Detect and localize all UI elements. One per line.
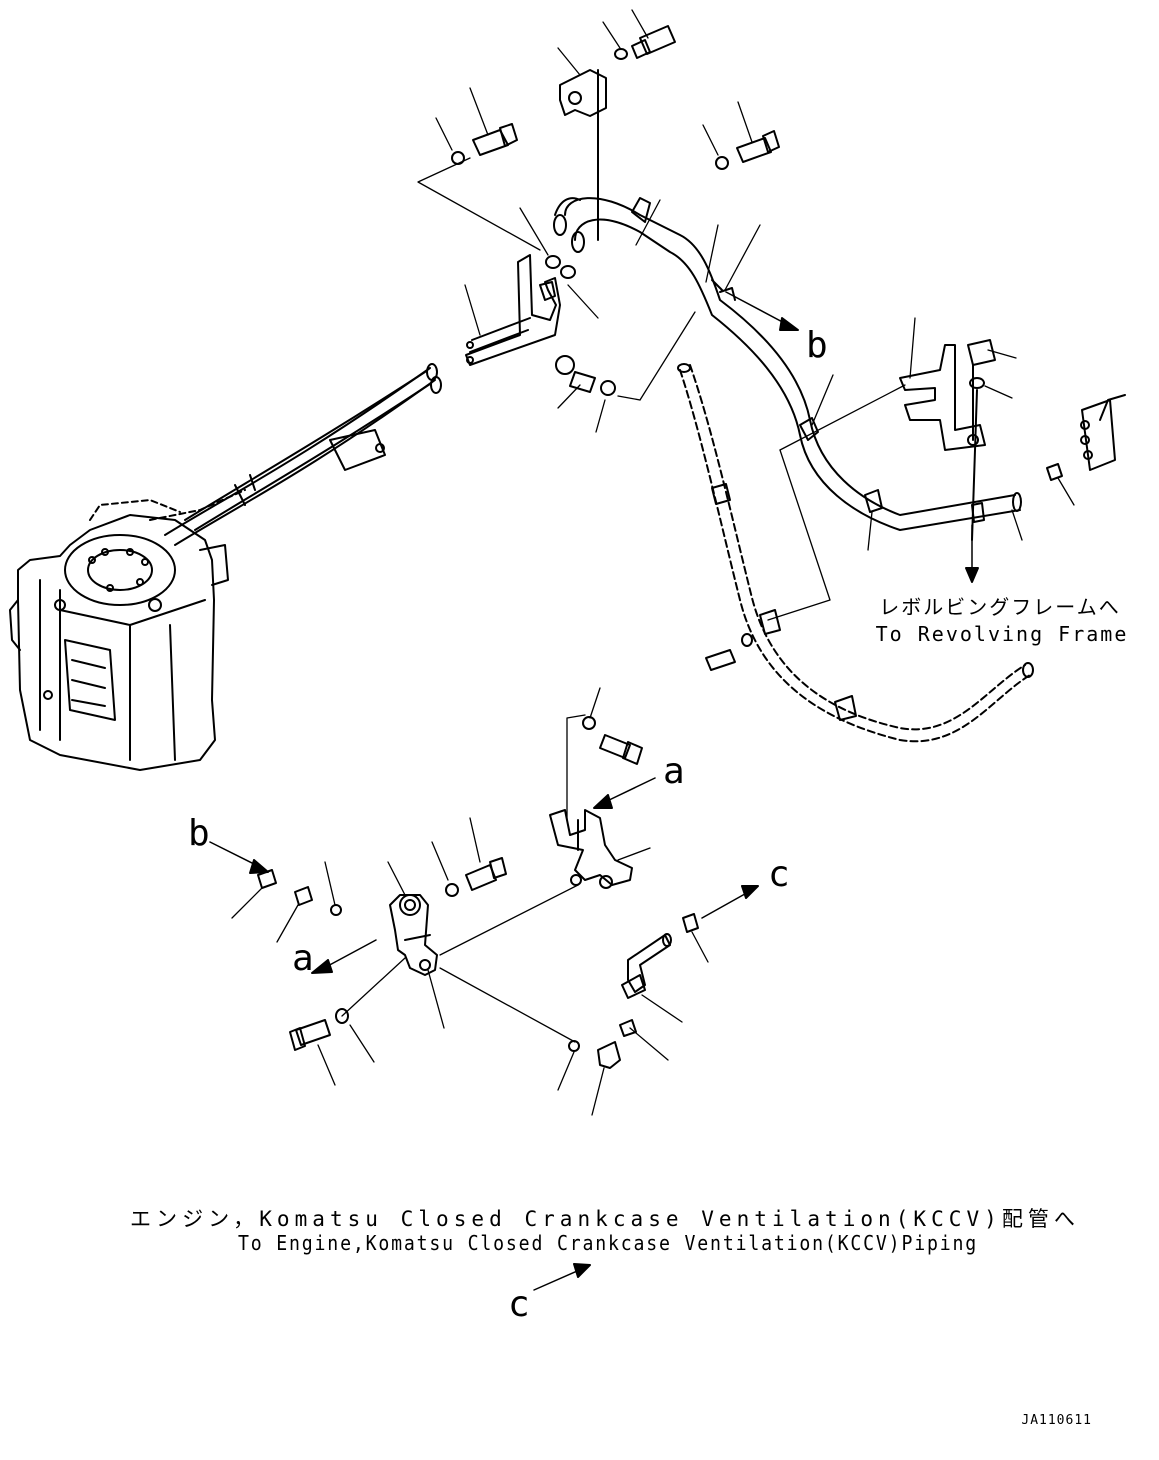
callout-b-top: b bbox=[806, 325, 828, 366]
top-clamp-bracket bbox=[559, 69, 607, 241]
revolving-frame-label-jp: レボルビングフレームへ bbox=[879, 595, 1120, 619]
drawing-number: JA110611 bbox=[1021, 1413, 1092, 1428]
hose-clamp-bolt bbox=[705, 633, 753, 671]
centre-bracket bbox=[465, 254, 576, 366]
engine-block bbox=[9, 489, 246, 771]
callout-c-right: c bbox=[768, 854, 790, 895]
separator-bolt-lower bbox=[289, 1008, 349, 1051]
leader-lines bbox=[231, 9, 1075, 1116]
callout-a-left: a bbox=[292, 938, 314, 979]
kccv-tube bbox=[621, 933, 672, 999]
dashed-hose-clamps bbox=[677, 363, 1034, 721]
separator-bolt-upper bbox=[445, 857, 507, 897]
engine-label-en: To Engine,Komatsu Closed Crankcase Venti… bbox=[238, 1231, 978, 1255]
lower-bracket-bolt bbox=[582, 716, 643, 765]
left-upper-bolt bbox=[451, 123, 518, 165]
engine-label-jp: エンジン，Komatsu Closed Crankcase Ventilatio… bbox=[130, 1207, 1080, 1231]
breather-tube-upper bbox=[553, 197, 1022, 531]
right-upper-bolt bbox=[715, 130, 780, 170]
engine-hoses bbox=[164, 363, 442, 546]
right-nut bbox=[1046, 463, 1063, 481]
arrows bbox=[209, 291, 979, 1291]
centre-bolt bbox=[555, 355, 616, 396]
revolving-frame-label-en: To Revolving Frame bbox=[876, 622, 1129, 646]
lower-bracket bbox=[549, 809, 633, 889]
kccv-fittings bbox=[597, 913, 699, 1069]
separator-unit bbox=[389, 894, 438, 976]
right-valve bbox=[1080, 394, 1126, 471]
callout-a-right: a bbox=[663, 751, 685, 792]
callout-c-bottom: c bbox=[508, 1284, 530, 1325]
top-bolt bbox=[614, 25, 676, 60]
dashed-hose bbox=[679, 364, 1031, 743]
right-bracket bbox=[899, 339, 996, 541]
callout-b-left: b bbox=[188, 813, 210, 854]
